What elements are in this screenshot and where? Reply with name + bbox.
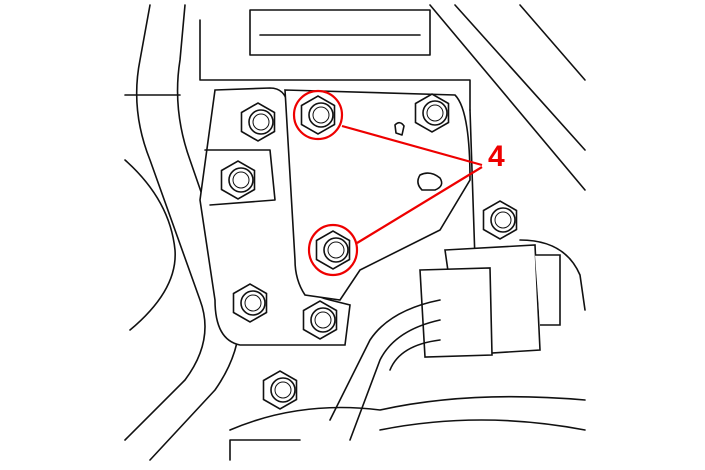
highlight-ring-lower-bolt (307, 223, 359, 277)
connector (229, 239, 586, 461)
highlight-ring-upper-bolt (292, 89, 344, 141)
leader-line-lower (356, 166, 483, 244)
callout-label: 4 (488, 140, 505, 173)
bolt (262, 370, 298, 410)
bolt (240, 102, 276, 142)
bolts (220, 93, 518, 410)
leader-line-upper (341, 124, 483, 167)
bolt (482, 200, 518, 240)
highlighted-bolt (300, 95, 336, 135)
bolt (232, 283, 268, 323)
bolt (302, 300, 338, 340)
bolt (414, 93, 450, 133)
bolt (220, 160, 256, 200)
highlighted-bolt (315, 230, 351, 270)
callout-markers (292, 89, 483, 277)
